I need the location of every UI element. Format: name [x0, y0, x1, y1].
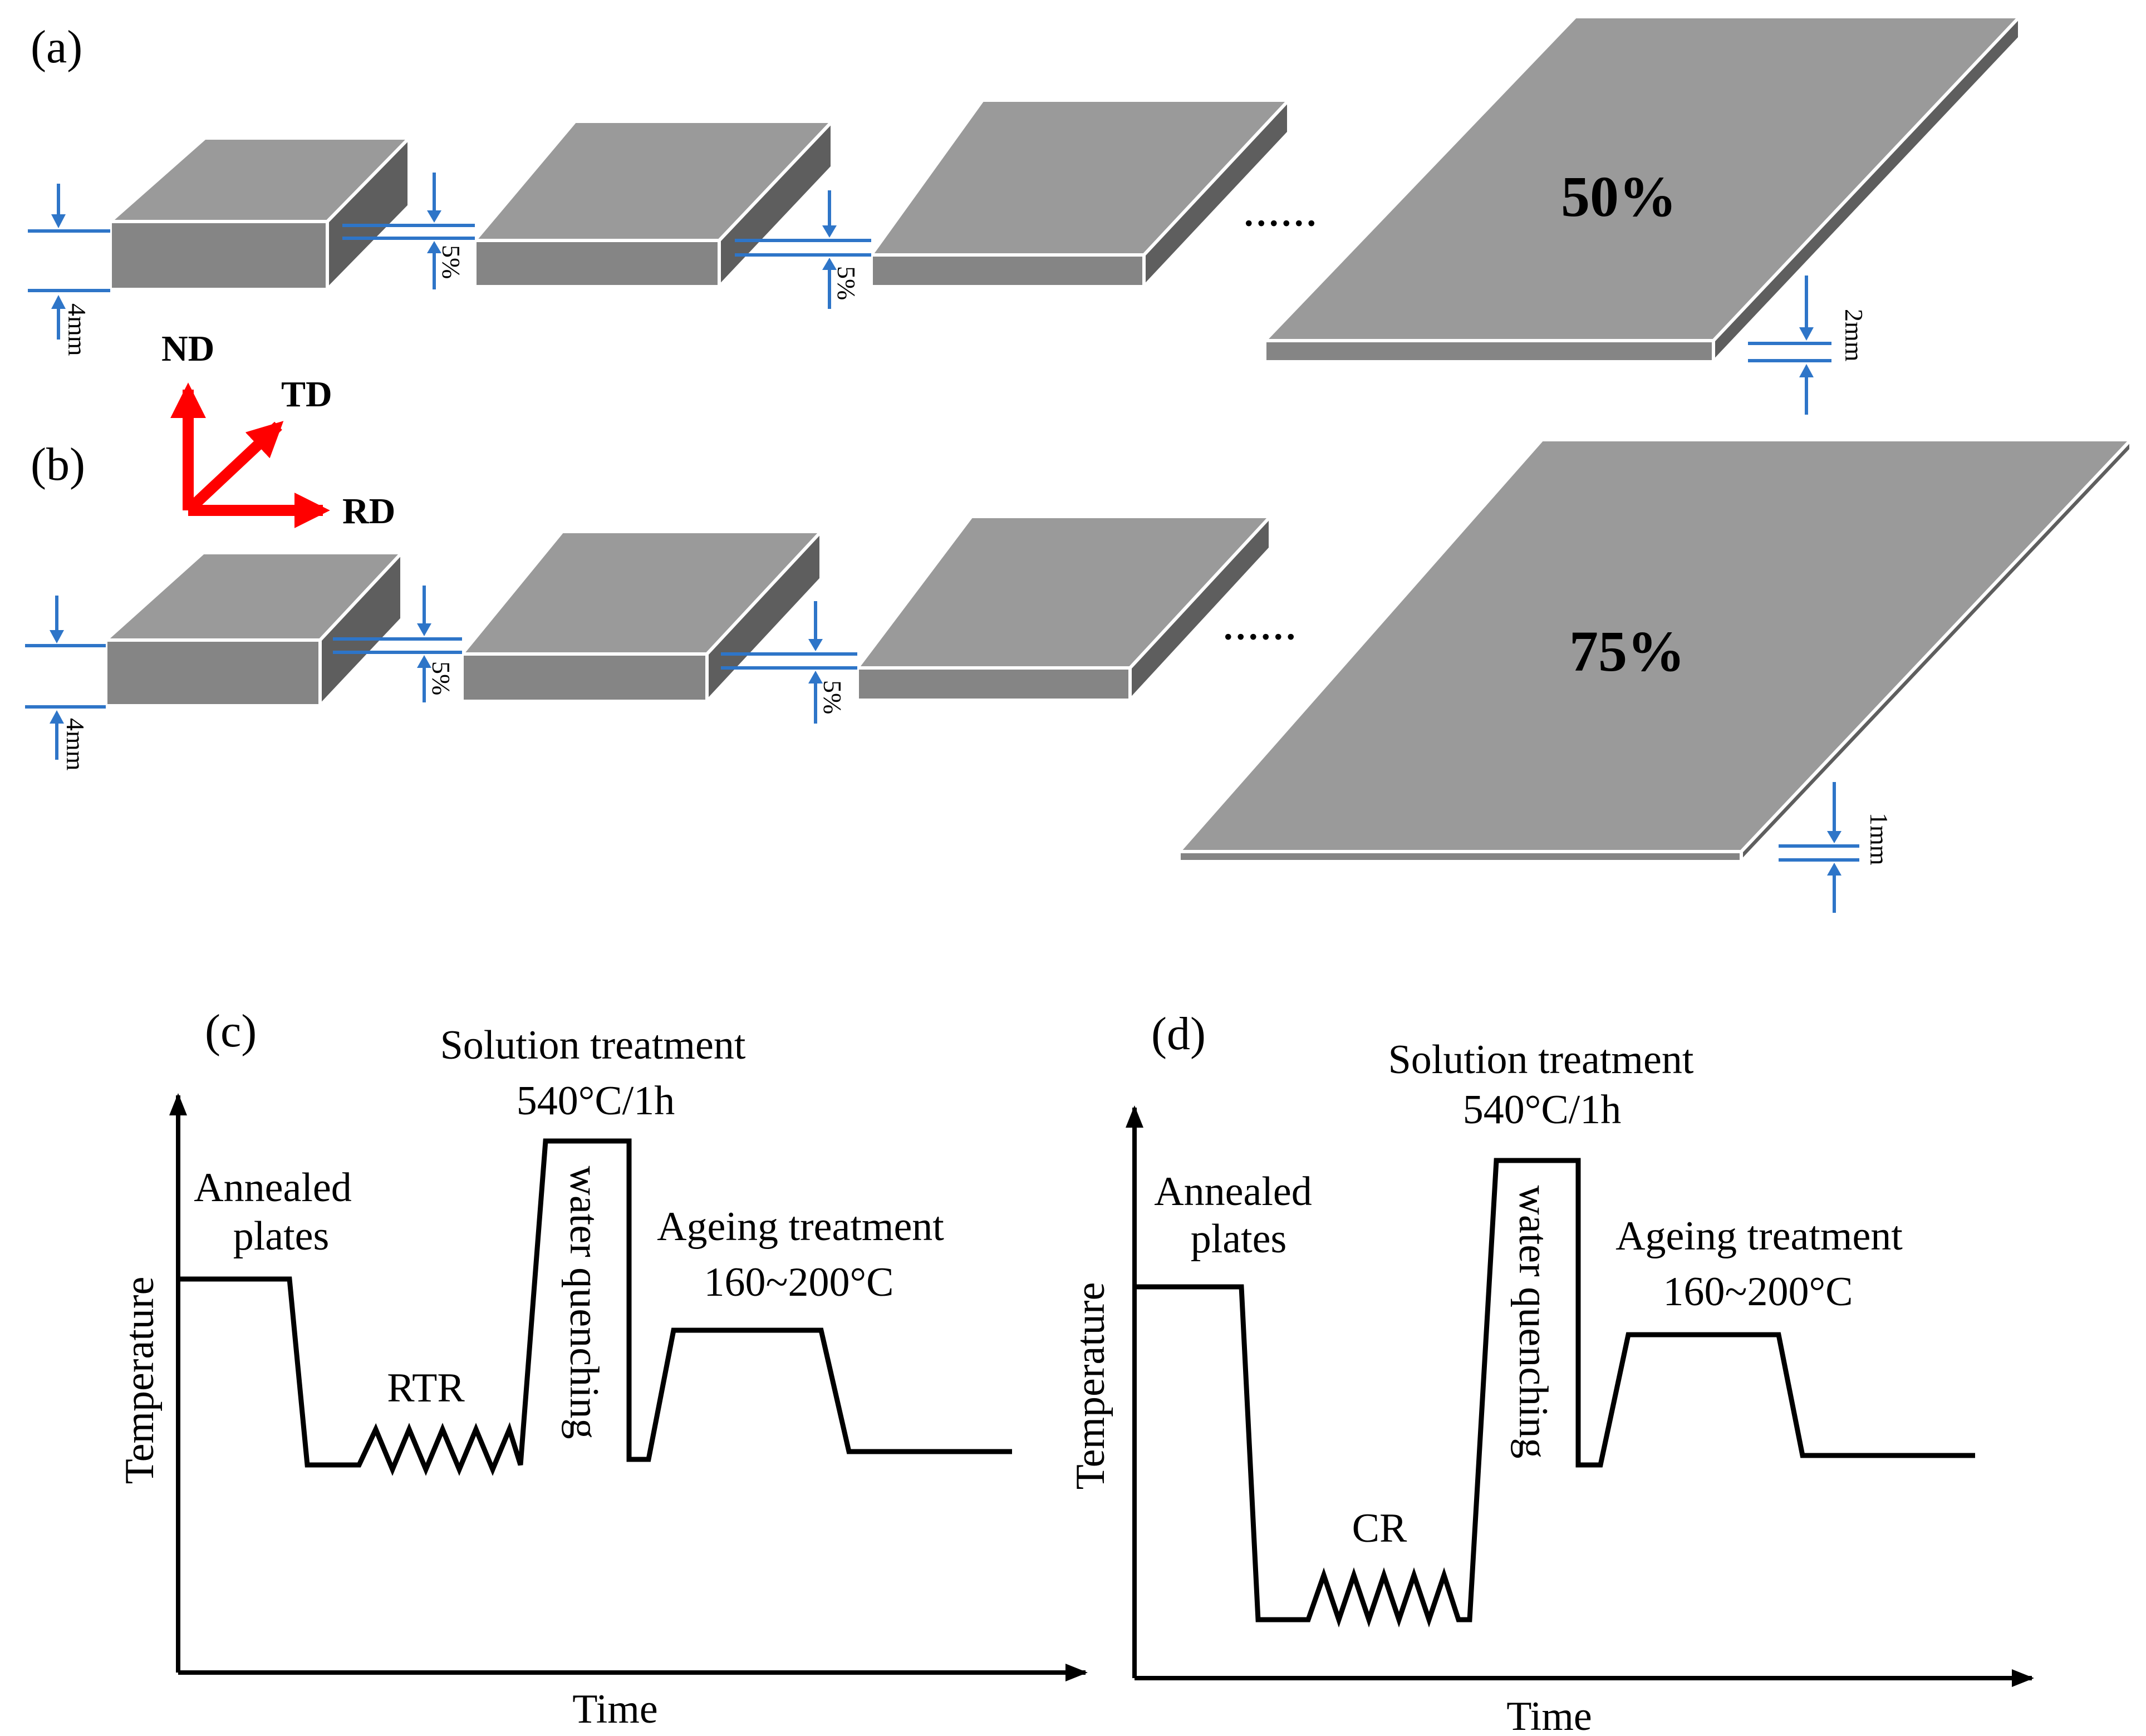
c-ageing-line1: Ageing treatment	[657, 1204, 944, 1250]
d-quench-label: water quenching	[1510, 1185, 1556, 1458]
td-arrow	[184, 421, 284, 515]
reduction-label-a: 50%	[1561, 165, 1677, 229]
ellipsis-b: ......	[1222, 595, 1297, 650]
nd-label: ND	[161, 328, 214, 369]
dim-a-final	[1748, 276, 1831, 415]
panel-b-label: (b)	[31, 439, 85, 490]
panel-d: (d) Temperature Time Annealed plates CR …	[1068, 1008, 2034, 1736]
c-annealed-line1: Annealed	[194, 1165, 352, 1211]
panel-d-label: (d)	[1151, 1008, 1206, 1060]
dim-b-final-text: 1mm	[1865, 813, 1893, 865]
dim-b-initial	[25, 596, 106, 760]
plate-b4	[1177, 438, 2133, 863]
plate-a3	[870, 99, 1290, 288]
panel-c-label: (c)	[205, 1005, 257, 1057]
panel-c: (c) Temperature Time Annealed plates RTR…	[117, 1005, 1088, 1732]
c-ageing-line2: 160~200°C	[704, 1260, 894, 1305]
plate-a4	[1263, 15, 2021, 363]
c-heat-treatment-curve	[178, 1138, 1012, 1476]
plate-a2	[473, 120, 834, 288]
panel-a-label: (a)	[31, 21, 82, 73]
dim-a-step2-text: 5%	[832, 266, 861, 300]
c-x-axis-label: Time	[572, 1686, 658, 1732]
dim-a-step1	[342, 173, 475, 289]
c-quench-label: water quenching	[561, 1165, 607, 1439]
dim-a-initial-text: 4mm	[63, 303, 91, 356]
c-rolling-label: RTR	[387, 1365, 465, 1411]
dim-b-step1-text: 5%	[427, 661, 455, 695]
plate-b2	[460, 530, 823, 703]
c-y-axis-label: Temperature	[117, 1277, 163, 1484]
plate-a1	[109, 136, 411, 291]
d-ageing-line1: Ageing treatment	[1615, 1213, 1903, 1259]
ellipsis-a: ......	[1243, 181, 1318, 237]
d-annealed-line1: Annealed	[1154, 1169, 1312, 1214]
dim-a-final-text: 2mm	[1840, 309, 1868, 362]
d-y-axis-label: Temperature	[1068, 1282, 1113, 1490]
d-ageing-line2: 160~200°C	[1663, 1269, 1853, 1315]
reduction-label-b: 75%	[1569, 619, 1685, 683]
panel-b: (b) ...... 75%	[25, 438, 2133, 913]
orientation-triad: ND TD RD	[161, 328, 395, 532]
plate-b1	[104, 551, 404, 707]
d-x-axis-label: Time	[1506, 1694, 1592, 1736]
td-label: TD	[281, 374, 332, 415]
dim-a-step1-text: 5%	[437, 245, 465, 279]
dim-a-step2	[735, 190, 871, 309]
c-solution-line1: Solution treatment	[440, 1022, 746, 1068]
d-rolling-label: CR	[1352, 1506, 1407, 1551]
dim-b-step1	[333, 586, 462, 702]
d-solution-line2: 540°C/1h	[1463, 1087, 1622, 1133]
c-solution-line2: 540°C/1h	[517, 1078, 675, 1124]
c-annealed-line2: plates	[233, 1213, 330, 1259]
d-heat-treatment-curve	[1135, 1158, 1975, 1628]
d-solution-line1: Solution treatment	[1388, 1037, 1694, 1083]
panel-a: (a) ...... 50%	[28, 15, 2021, 415]
dim-b-step2-text: 5%	[818, 680, 847, 714]
rd-label: RD	[342, 491, 395, 532]
plate-b3	[856, 515, 1272, 702]
d-annealed-line2: plates	[1191, 1216, 1287, 1262]
dim-b-step2	[721, 601, 857, 724]
dim-b-initial-text: 4mm	[61, 718, 90, 771]
dim-b-final	[1779, 782, 1859, 913]
dim-a-initial	[28, 184, 110, 340]
